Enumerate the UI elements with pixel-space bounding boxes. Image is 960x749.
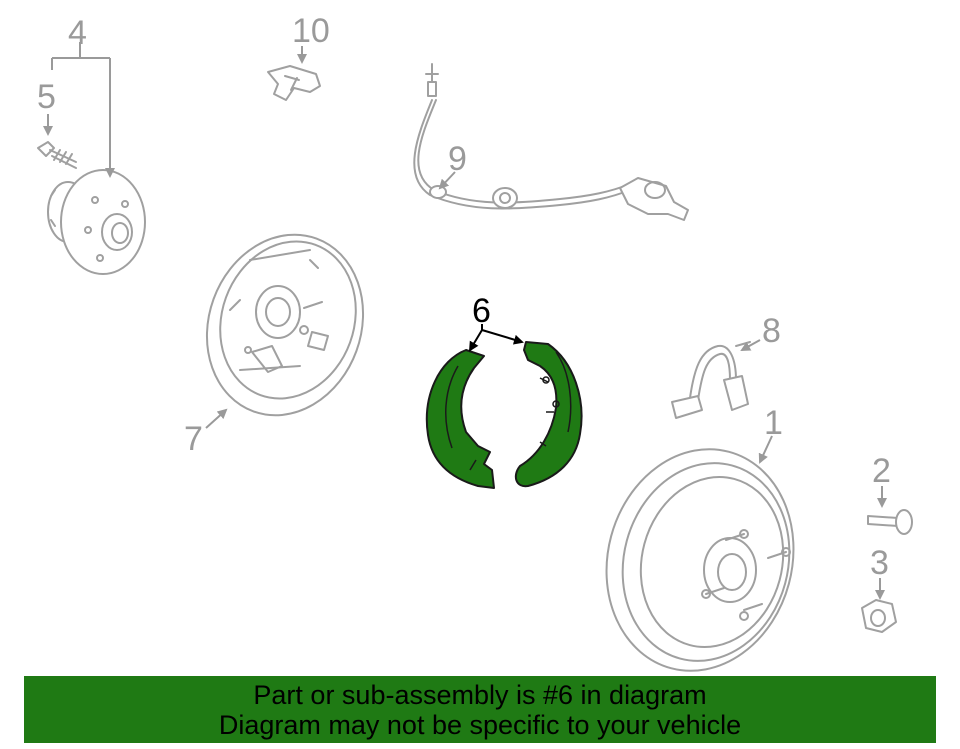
callout-6: 6 bbox=[472, 292, 491, 330]
callout-5: 5 bbox=[37, 78, 56, 116]
hub-bolt-part[interactable] bbox=[37, 141, 77, 169]
brake-drum-part[interactable] bbox=[582, 428, 818, 692]
banner-line-part: Part or sub-assembly is #6 in diagram bbox=[253, 679, 707, 710]
callout-4: 4 bbox=[68, 14, 87, 52]
clip-part[interactable] bbox=[267, 65, 321, 101]
callout-8: 8 bbox=[762, 312, 781, 350]
callout-3: 3 bbox=[870, 544, 889, 582]
wheel-hub-part[interactable] bbox=[47, 169, 146, 275]
abs-sensor-wire-part[interactable] bbox=[413, 63, 689, 221]
callout-1: 1 bbox=[764, 404, 783, 442]
banner-line-disclaimer: Diagram may not be specific to your vehi… bbox=[218, 709, 742, 740]
info-banner: Part or sub-assembly is #6 in diagram Di… bbox=[24, 676, 936, 743]
lug-nut-part[interactable] bbox=[861, 599, 897, 633]
callout-9: 9 bbox=[448, 140, 467, 178]
callout-10: 10 bbox=[292, 12, 330, 50]
callout-2: 2 bbox=[872, 452, 891, 490]
callout-7: 7 bbox=[184, 420, 203, 458]
backing-plate-part[interactable] bbox=[182, 213, 388, 438]
drum-screw-part[interactable] bbox=[867, 509, 913, 535]
brake-hose-part[interactable] bbox=[671, 341, 751, 419]
brake-shoes-part[interactable] bbox=[425, 341, 583, 489]
